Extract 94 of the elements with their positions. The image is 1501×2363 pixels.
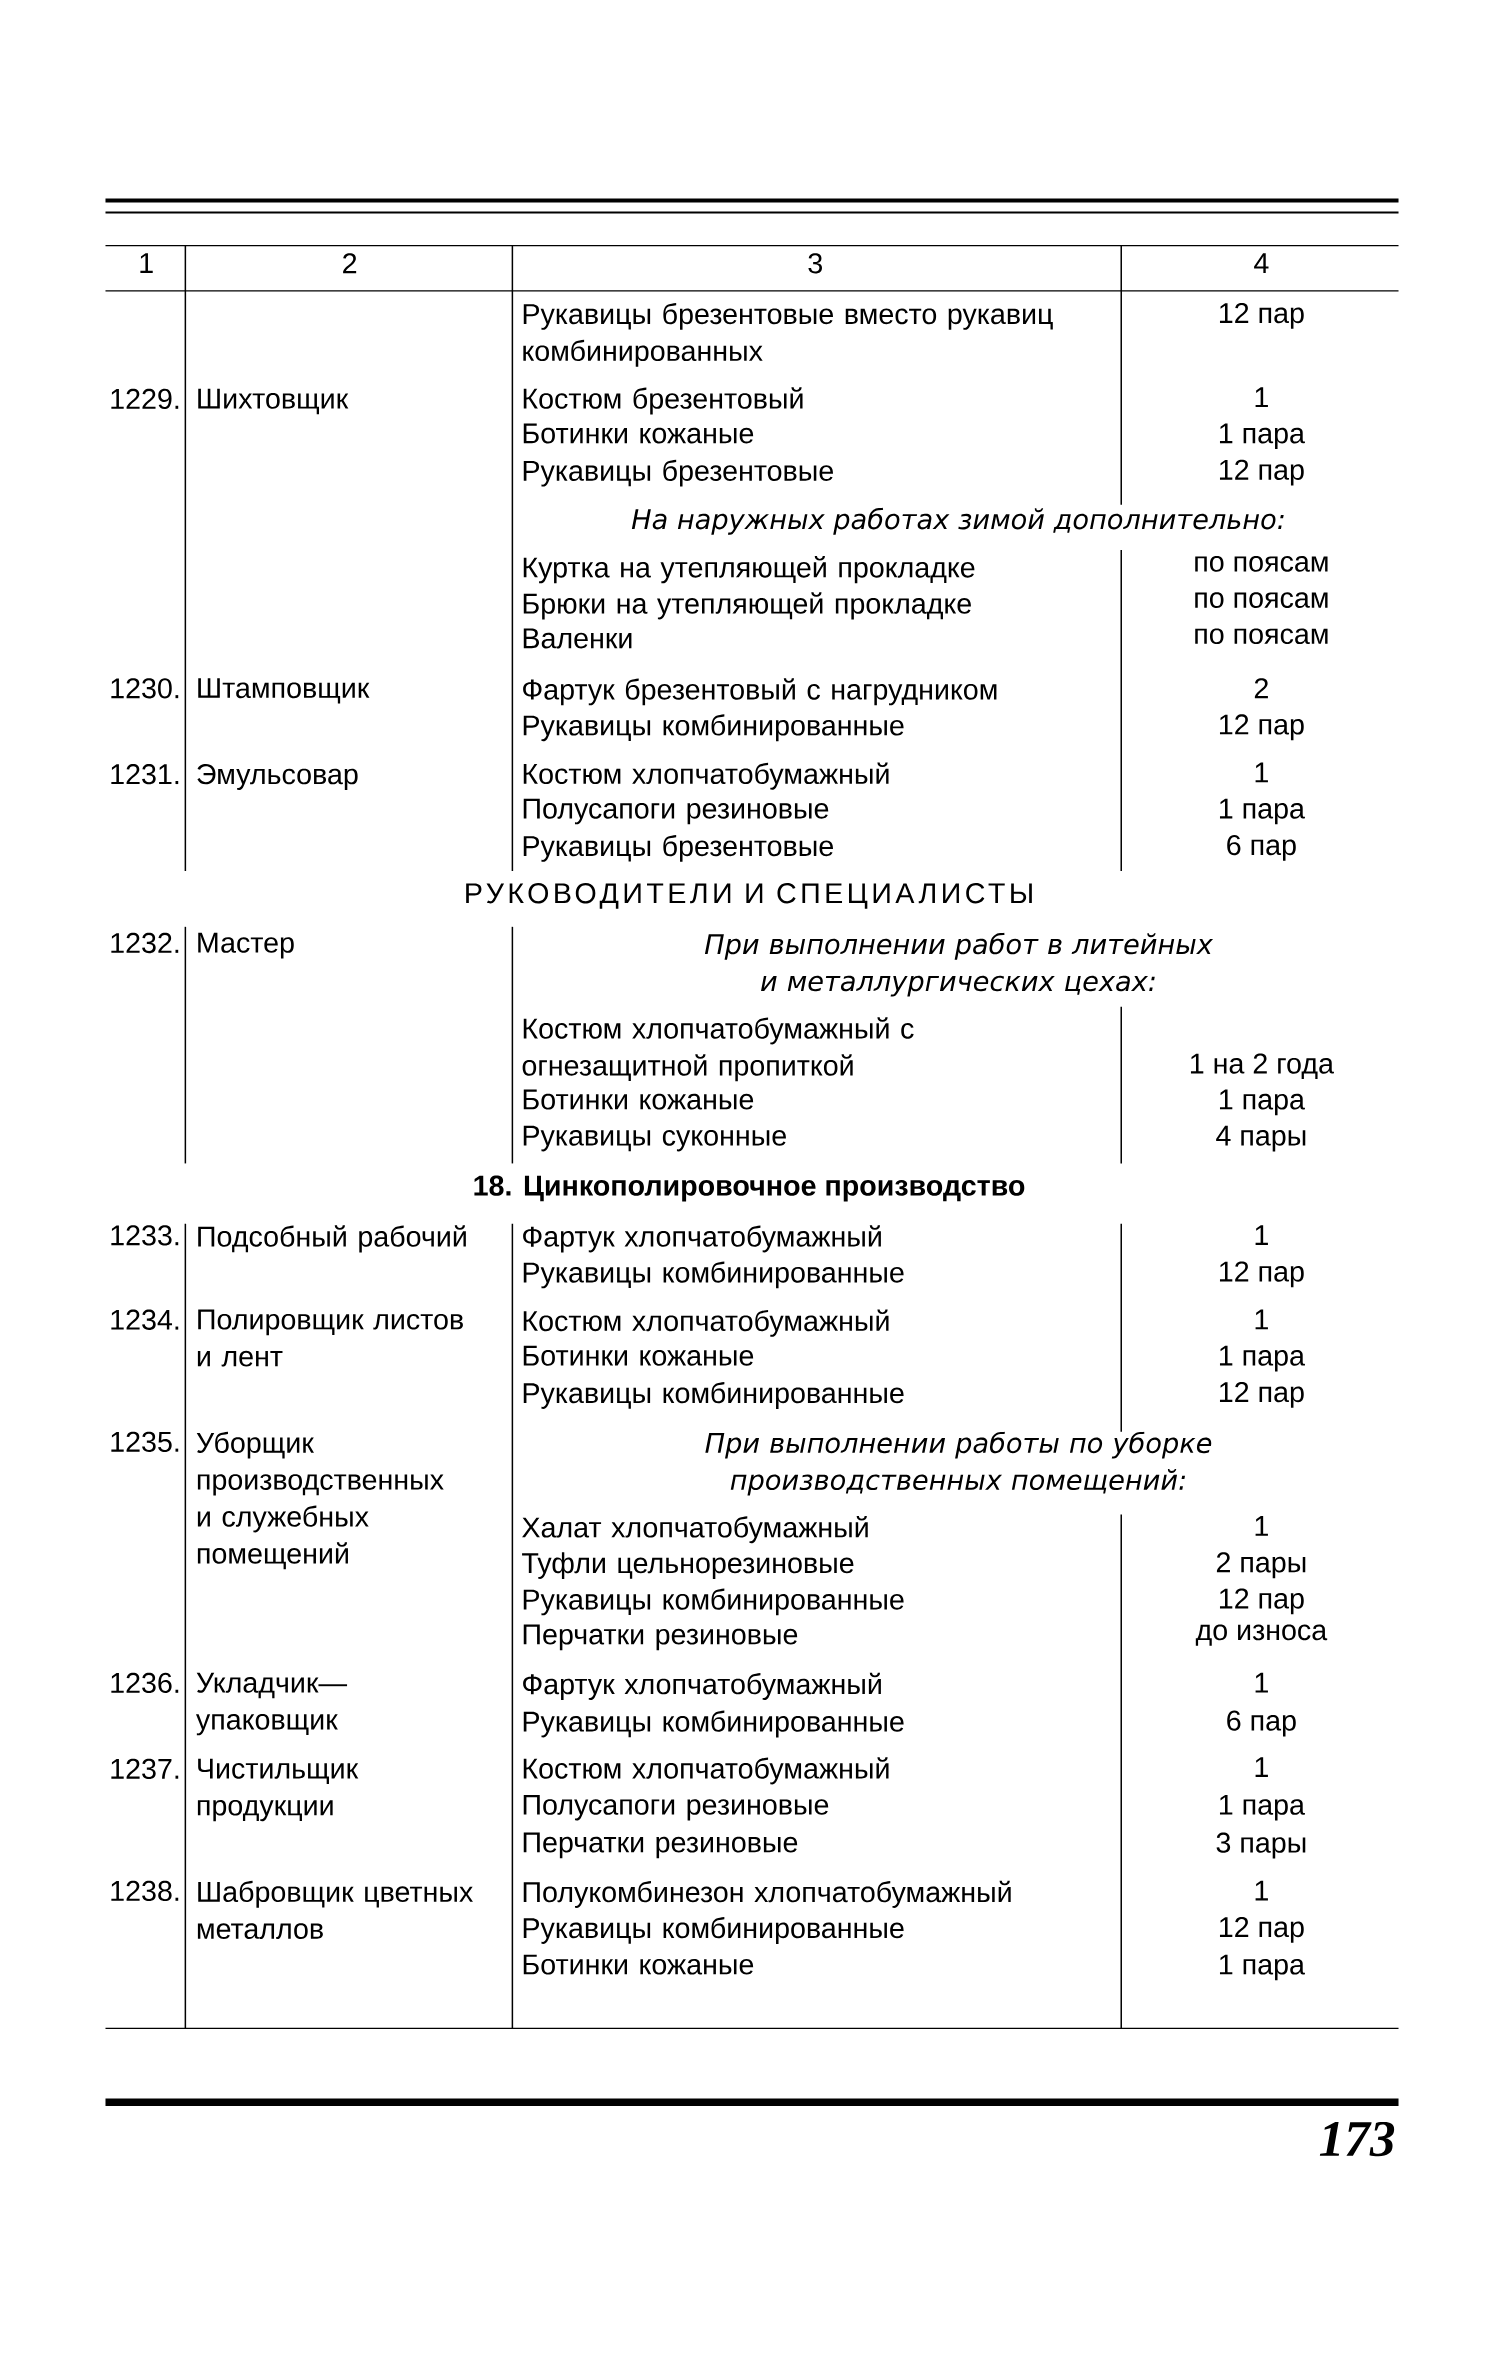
quantity: 1 (1255, 1225, 1268, 1245)
item-name: Халат хлопчатобумажный (522, 1516, 868, 1544)
profession-name: Штамповщик (198, 678, 370, 704)
row-number: 1231. (111, 764, 179, 785)
quantity: 6 пар (1227, 834, 1296, 861)
condition-note: На наружных работах зимой дополнительно: (631, 507, 1284, 535)
item-name: Ботинки кожаные (523, 1954, 754, 1975)
item-name: Рукавицы суконные (523, 1125, 786, 1152)
profession-name: Мастер (198, 932, 294, 959)
quantity: 1 пара (1220, 1345, 1305, 1372)
quantity: 1 пара (1220, 423, 1305, 450)
quantity: 12 пар (1220, 459, 1304, 486)
quantity: 1 на 2 года (1190, 1053, 1334, 1080)
page-number: 173 (1319, 2121, 1395, 2157)
quantity: 1 (1255, 1880, 1268, 1901)
quantity: 12 пар (1220, 1381, 1304, 1408)
row-number: 1234. (111, 1309, 179, 1330)
section-heading: 18. Цинкополировочное производство (474, 1175, 1025, 1202)
quantity: по поясам (1195, 628, 1328, 645)
quantity: 1 (1255, 1757, 1268, 1777)
row-number: 1236. (111, 1672, 179, 1694)
column-number: 4 (1254, 253, 1269, 273)
row-number: 1229. (111, 388, 179, 410)
profession-name: Подсобный рабочий (198, 1225, 466, 1253)
item-name: Костюм хлопчатобумажный (523, 1757, 889, 1785)
row-number: 1238. (111, 1880, 179, 1902)
quantity: 1 (1255, 1309, 1268, 1330)
quantity: 3 пары (1216, 1832, 1306, 1859)
item-name: Рукавицы комбинированные (523, 1261, 904, 1289)
item-name: Рукавицы комбинированные (523, 714, 904, 742)
column-number: 2 (343, 253, 357, 274)
item-name: Костюм хлопчатобумажный (523, 762, 889, 790)
quantity: 1 пара (1220, 798, 1305, 825)
profession-name: Шабровщик цветных металлов (197, 1880, 473, 1939)
item-name: Валенки (523, 628, 632, 649)
row-number: 1237. (111, 1758, 179, 1779)
item-name: Рукавицы комбинированные (523, 1381, 904, 1409)
column-number: 3 (808, 253, 822, 274)
item-name: Брюки на утепляющей прокладке (523, 592, 971, 620)
item-name: Ботинки кожаные (523, 1089, 754, 1110)
profession-name: Полировщик листов и лент (197, 1309, 463, 1367)
item-name: Полусапоги резиновые (523, 798, 829, 825)
item-name: Ботинки кожаные (523, 423, 754, 444)
profession-name: Шихтовщик (198, 388, 349, 415)
row-number: 1230. (111, 678, 179, 699)
row-number: 1232. (111, 932, 179, 954)
profession-name: Эмульсовар (197, 764, 358, 790)
quantity: 6 пар (1227, 1710, 1296, 1737)
condition-note: При выполнении работ в литейных и металлургических цехах: (704, 932, 1214, 997)
item-name: Рукавицы брезентовые (523, 834, 833, 862)
item-name: Перчатки резиновые (523, 1624, 798, 1651)
quantity: 1 (1255, 387, 1268, 407)
item-name: Костюм хлопчатобумажный с огнезащитной пропиткой (522, 1017, 914, 1082)
quantity: 1 пара (1220, 1954, 1305, 1981)
item-name: Туфли цельнорезиновые (522, 1552, 854, 1579)
quantity: по поясам (1195, 556, 1328, 572)
quantity: по поясам (1195, 592, 1328, 608)
profession-name: Уборщик производственных и служебных помещений (196, 1431, 444, 1570)
item-name: Рукавицы комбинированные (523, 1588, 904, 1616)
item-name: Костюм брезентовый (523, 387, 803, 415)
quantity: 12 пар (1220, 714, 1304, 741)
row-number: 1235. (111, 1431, 179, 1452)
item-name: Полусапоги резиновые (523, 1794, 829, 1821)
condition-note: При выполнении работы по уборке производственных помещений: (705, 1431, 1212, 1496)
quantity: 1 (1255, 1516, 1268, 1536)
quantity: 1 пара (1220, 1794, 1305, 1821)
item-name: Полукомбинезон хлопчатобумажный (523, 1880, 1011, 1908)
item-name: Рукавицы брезентовые (523, 459, 833, 487)
quantity: 12 пар (1220, 1588, 1304, 1615)
quantity: 2 (1254, 678, 1268, 699)
item-name: Фартук брезентовый с нагрудником (523, 678, 997, 706)
row-number: 1233. (111, 1225, 179, 1246)
item-name: Фартук хлопчатобумажный (523, 1672, 881, 1700)
item-name: Ботинки кожаные (523, 1345, 754, 1366)
item-name: Перчатки резиновые (523, 1832, 798, 1859)
profession-name: Укладчик—упаковщик (196, 1672, 348, 1736)
quantity: 1 (1255, 762, 1268, 783)
quantity: до износа (1195, 1624, 1328, 1646)
quantity: 12 пар (1220, 302, 1304, 329)
profession-name: Чистильщик продукции (197, 1758, 359, 1822)
section-heading: РУКОВОДИТЕЛИ И СПЕЦИАЛИСТЫ (466, 883, 1032, 909)
quantity: 12 пар (1220, 1261, 1304, 1288)
quantity: 2 пары (1216, 1552, 1306, 1579)
quantity: 12 пар (1220, 1916, 1304, 1943)
item-name: Рукавицы брезентовые вместо рукавиц комбинированных (523, 302, 1053, 367)
item-name: Фартук хлопчатобумажный (523, 1225, 881, 1253)
quantity: 4 пары (1216, 1125, 1306, 1152)
item-name: Рукавицы комбинированные (523, 1710, 904, 1738)
quantity: 1 (1255, 1672, 1268, 1693)
item-name: Рукавицы комбинированные (523, 1916, 904, 1944)
quantity: 1 пара (1220, 1089, 1305, 1116)
item-name: Костюм хлопчатобумажный (523, 1309, 889, 1337)
column-number: 1 (140, 253, 153, 273)
item-name: Куртка на утепляющей прокладке (523, 556, 975, 584)
